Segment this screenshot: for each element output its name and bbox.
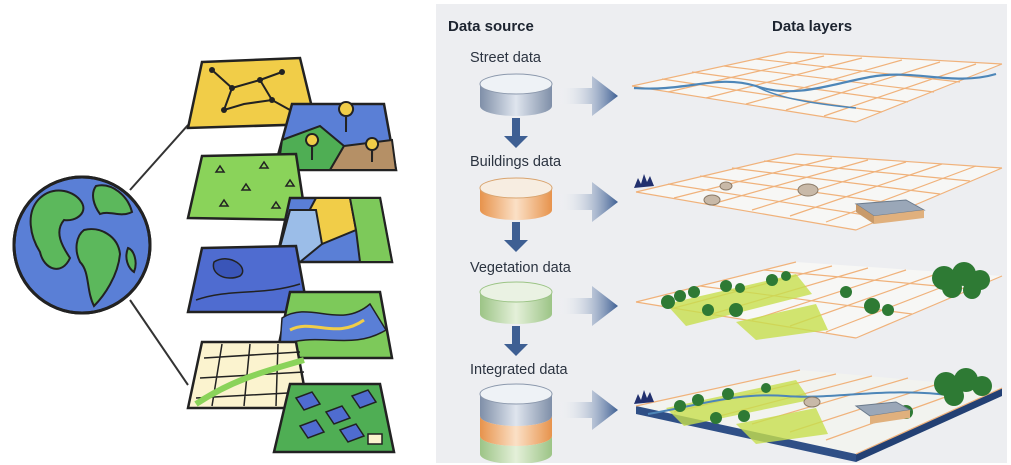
down-arrows xyxy=(504,118,528,356)
data-source-heading: Data source xyxy=(448,18,534,35)
vegetation-data-layer xyxy=(635,261,1003,340)
source-label-vegetation: Vegetation data xyxy=(470,260,571,276)
connector-line-bottom xyxy=(129,299,189,386)
database-icon-vegetation xyxy=(479,281,553,324)
source-label-street: Street data xyxy=(470,50,541,66)
data-layers-heading: Data layers xyxy=(772,18,853,35)
down-arrow-icon xyxy=(504,326,528,356)
map-layers-illustration xyxy=(0,0,430,465)
network-map-layer xyxy=(186,56,318,130)
database-icon-integrated xyxy=(479,383,553,463)
buildings-data-layer xyxy=(634,153,1003,231)
street-data-layer xyxy=(631,51,1003,123)
terrain-map-layer xyxy=(186,244,310,314)
right-arrow-icon xyxy=(558,182,618,222)
connector-line-top xyxy=(129,124,189,191)
right-arrow-icon xyxy=(558,390,618,430)
database-icon-street xyxy=(479,73,553,116)
globe-icon xyxy=(12,175,152,315)
right-arrows xyxy=(558,76,618,430)
right-arrow-icon xyxy=(558,286,618,326)
source-label-buildings: Buildings data xyxy=(470,154,562,170)
database-icon-buildings xyxy=(479,177,553,220)
source-label-integrated: Integrated data xyxy=(470,362,568,378)
parcels-map-layer xyxy=(272,382,396,454)
pins-map-layer xyxy=(272,101,398,172)
down-arrow-icon xyxy=(504,222,528,252)
gis-layers-diagram: Data source Data layers Street data Buil… xyxy=(436,4,1007,463)
down-arrow-icon xyxy=(504,118,528,148)
contour-map-layer xyxy=(274,290,394,360)
zones-map-layer xyxy=(274,196,394,264)
right-arrow-icon xyxy=(558,76,618,116)
integrated-data-layer xyxy=(634,368,1003,462)
